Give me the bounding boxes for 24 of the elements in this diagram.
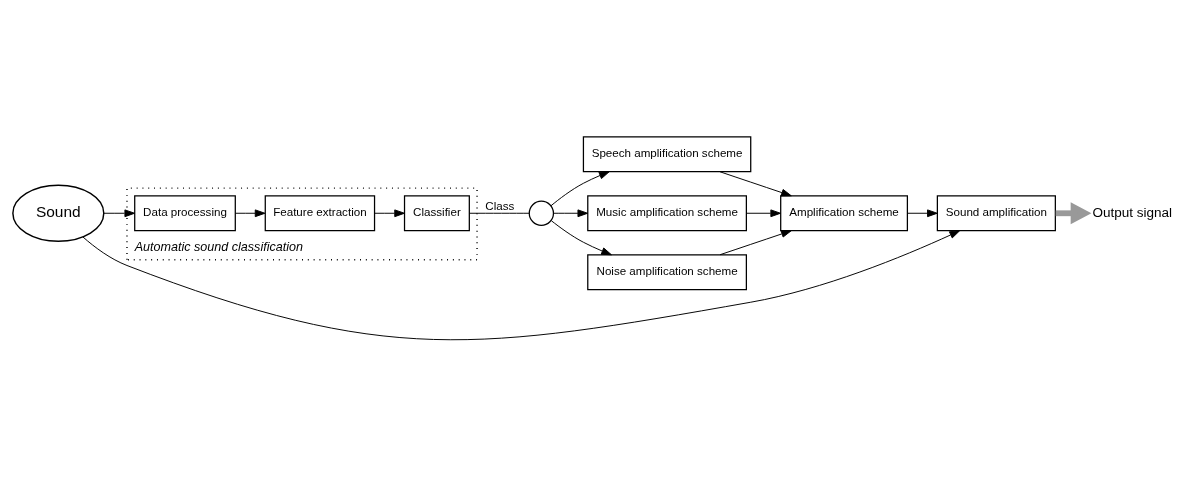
node-ellipse: Sound bbox=[12, 184, 105, 243]
arrow bbox=[103, 209, 136, 218]
connector bbox=[469, 212, 530, 214]
arrow bbox=[550, 220, 612, 256]
arrow bbox=[235, 209, 266, 218]
node-box: Noise amplification scheme bbox=[587, 254, 747, 291]
arrow bbox=[82, 230, 961, 340]
edge-label: Class bbox=[485, 198, 515, 212]
arrow bbox=[907, 209, 938, 218]
node-box: Classifier bbox=[403, 195, 470, 232]
arrow bbox=[374, 209, 405, 218]
arrow bbox=[719, 171, 792, 197]
node-box: Feature extraction bbox=[264, 195, 376, 232]
node-circle bbox=[528, 200, 555, 226]
arrow bbox=[550, 171, 610, 207]
node-box: Data processing bbox=[134, 195, 236, 232]
arrow bbox=[553, 209, 589, 218]
arrow bbox=[719, 230, 792, 256]
node-box: Amplification scheme bbox=[780, 195, 908, 232]
node-box: Sound amplification bbox=[936, 195, 1056, 232]
arrow bbox=[746, 209, 781, 218]
node-box: Speech amplification scheme bbox=[582, 136, 752, 173]
node-text: Output signal bbox=[1092, 204, 1173, 220]
node-box: Music amplification scheme bbox=[587, 195, 747, 232]
